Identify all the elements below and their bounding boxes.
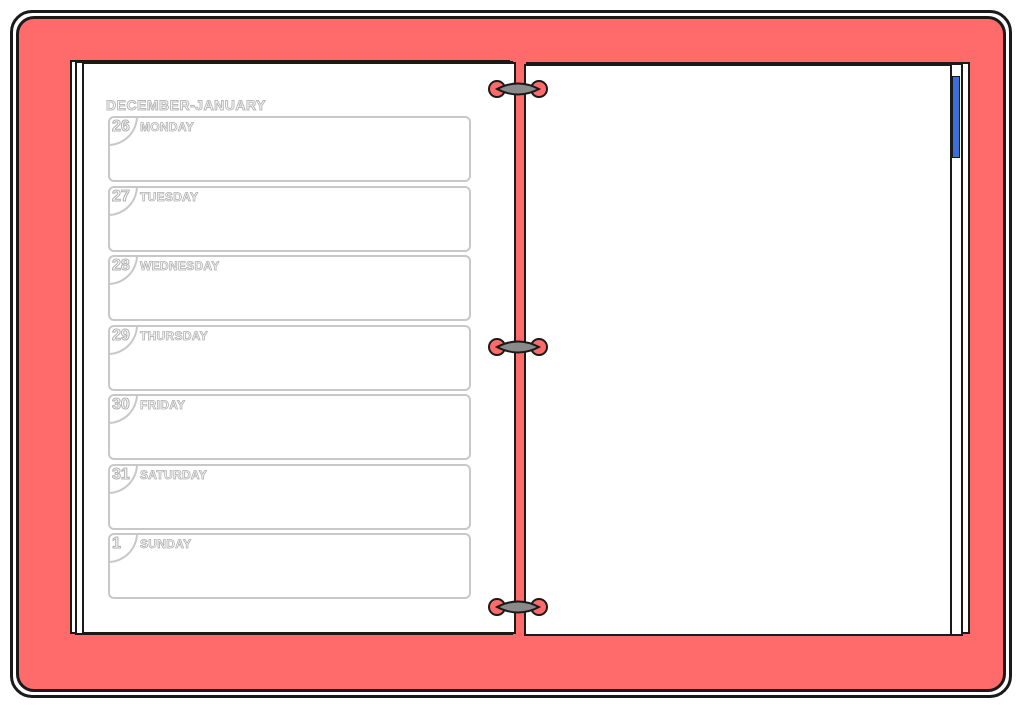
- right-page[interactable]: [524, 64, 952, 636]
- day-entry[interactable]: 27 TUESDAY: [108, 185, 471, 252]
- day-entry[interactable]: 31 SATURDAY: [108, 463, 471, 530]
- day-name: MONDAY: [140, 120, 195, 135]
- day-name: WEDNESDAY: [140, 259, 220, 274]
- day-number: 29: [112, 326, 131, 344]
- day-entry[interactable]: 29 THURSDAY: [108, 324, 471, 391]
- day-entry[interactable]: 26 MONDAY: [108, 116, 471, 182]
- day-number: 30: [112, 396, 131, 414]
- day-entry[interactable]: 1 SUNDAY: [108, 533, 471, 599]
- day-number: 27: [112, 187, 131, 205]
- day-name: THURSDAY: [140, 328, 208, 343]
- month-title: DECEMBER-JANUARY: [106, 97, 266, 114]
- day-number: 31: [112, 465, 131, 483]
- binder-ring-icon: [488, 598, 548, 616]
- day-name: FRIDAY: [140, 398, 186, 413]
- day-name: TUESDAY: [140, 189, 199, 204]
- day-number: 1: [112, 535, 122, 553]
- day-number: 28: [112, 257, 131, 275]
- binder-ring-icon: [488, 338, 548, 356]
- day-entry[interactable]: 30 FRIDAY: [108, 394, 471, 460]
- day-name: SUNDAY: [140, 537, 192, 552]
- day-number: 26: [112, 118, 131, 136]
- binder-ring-icon: [488, 80, 548, 98]
- day-entry[interactable]: 28 WEDNESDAY: [108, 255, 471, 321]
- page-tab[interactable]: [952, 76, 960, 158]
- day-name: SATURDAY: [140, 467, 208, 482]
